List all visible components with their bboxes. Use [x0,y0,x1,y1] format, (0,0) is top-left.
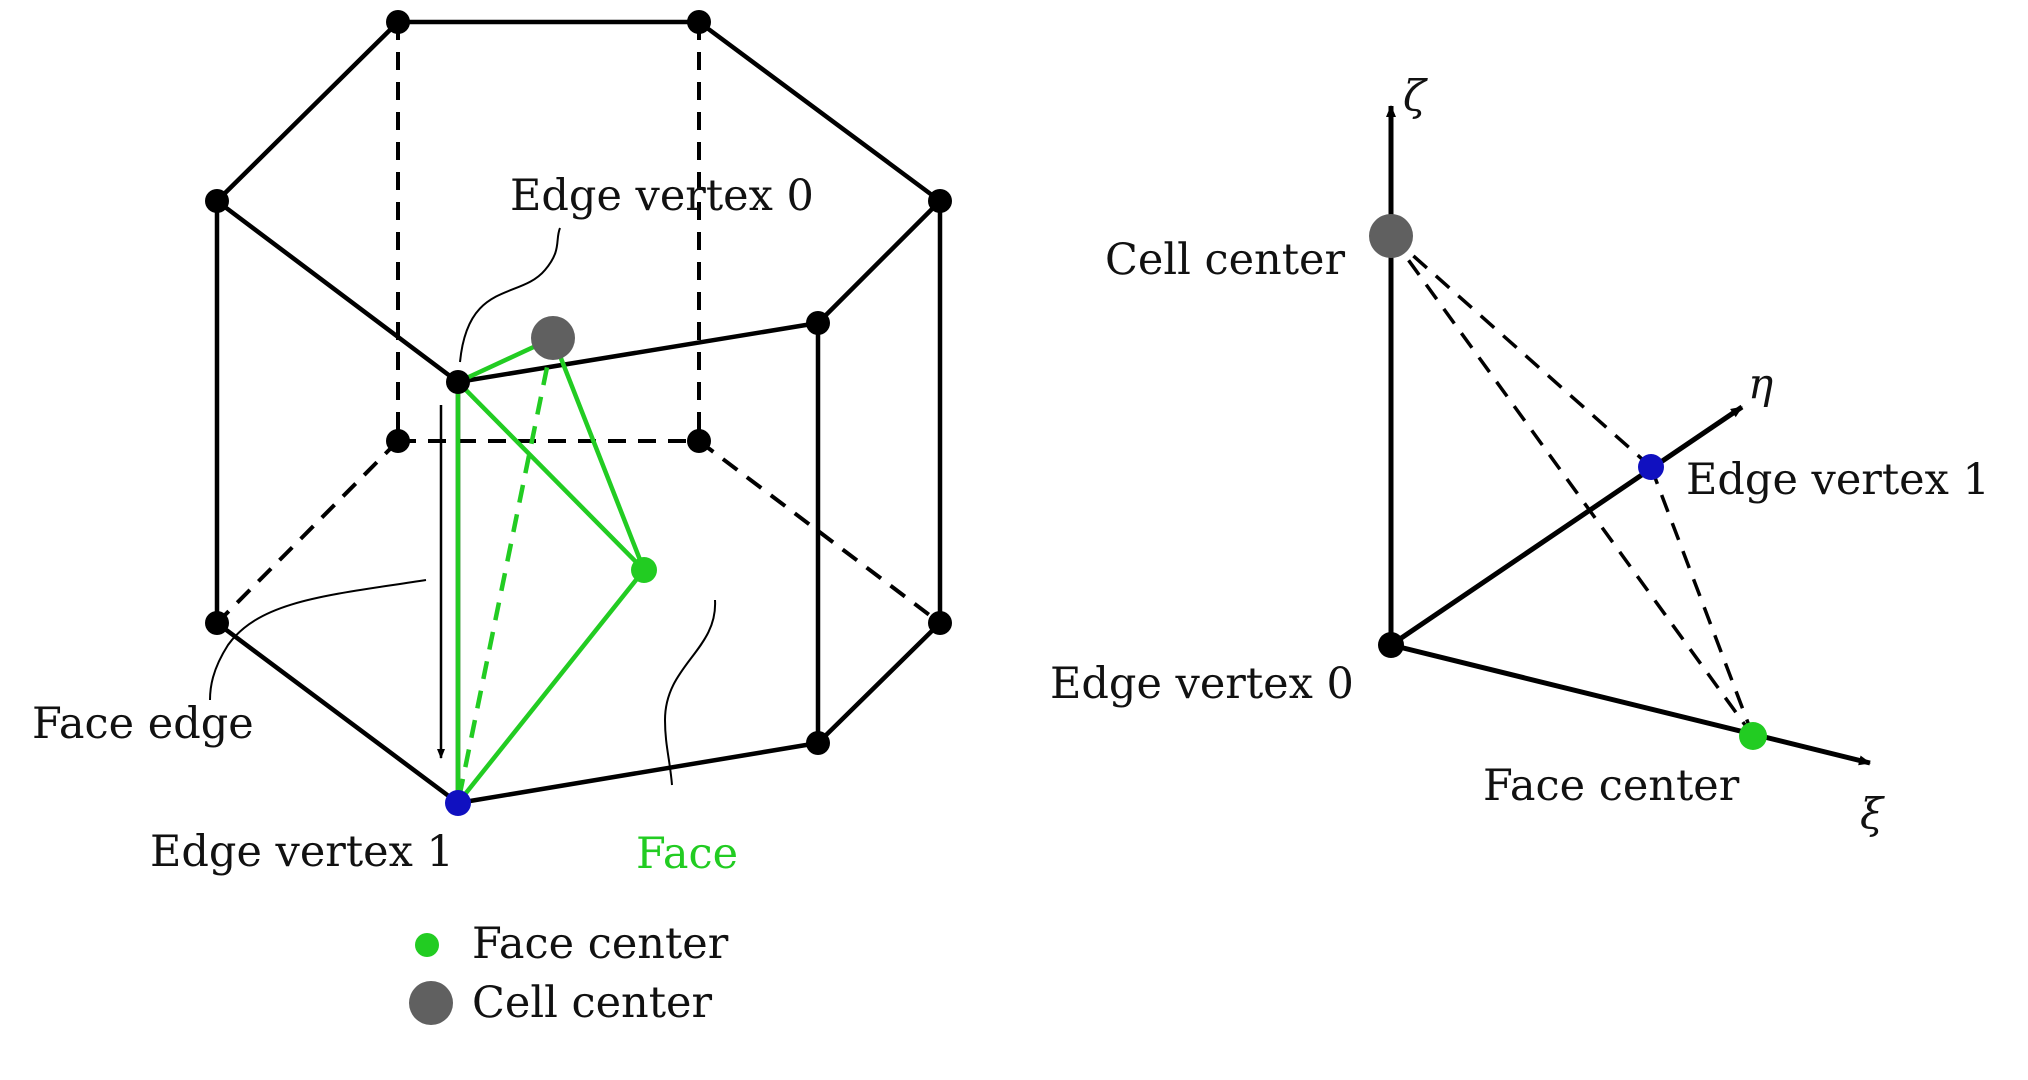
bottom-hexagon-visible [215,621,942,806]
vertex-dot [205,189,229,213]
eta-axis [1389,404,1744,648]
axes [1386,105,1871,766]
hidden-edges [215,22,942,625]
dashed-edge [1389,234,1755,738]
face-tetrahedron [455,335,647,805]
vertex-dot [806,731,830,755]
vertex-dot [687,429,711,453]
label-face: Face [636,829,738,879]
label-edge-vertex-0: Edge vertex 0 [510,171,814,221]
hidden-bottom-edge [215,439,400,625]
eta-axis-label: η [1748,359,1773,408]
leader-face [663,599,717,786]
vertex-dot [687,10,711,34]
ref-edge-vertex-0-dot [1378,632,1404,658]
vertex-dot [928,189,952,213]
cell-center-dot [531,316,575,360]
vertex-dot [446,370,470,394]
face-center-dot [631,557,657,583]
leader-lines [209,227,717,786]
tet-edge-hidden [455,337,556,804]
leader-face-edge [209,579,427,701]
tet-edge [456,568,646,805]
visible-edges [214,19,943,806]
vertex-dot [386,429,410,453]
vertex-dot [928,611,952,635]
vertex-dot [205,611,229,635]
vertex-dot [806,311,830,335]
prism-vertices [205,10,952,755]
ref-edge-vertex-1-dot [1638,454,1664,480]
ref-cell-center-dot [1369,214,1413,258]
hexagonal-prism: Edge vertex 0 Face edge Edge vertex 1 Fa… [32,10,952,879]
xi-axis-label: ξ [1860,789,1885,838]
tet-edge [550,337,647,571]
dashed-edge [1389,234,1653,469]
edge-vertex-1-dot [445,790,471,816]
legend-face-center-marker [415,933,439,957]
label-face-edge: Face edge [32,699,254,749]
legend-face-center-label: Face center [472,919,729,969]
leader-edge-vertex-0 [459,227,561,363]
ref-label-edge-vertex-0: Edge vertex 0 [1050,659,1354,709]
dashed-edges [1389,234,1755,738]
dashed-edge [1649,466,1755,737]
ref-label-face-center: Face center [1483,761,1740,811]
ref-label-edge-vertex-1: Edge vertex 1 [1686,455,1990,505]
ref-label-cell-center: Cell center [1105,235,1345,285]
xi-axis [1390,642,1871,766]
reference-tetrahedron: Cell center Edge vertex 0 Edge vertex 1 … [1050,71,1990,838]
label-edge-vertex-1: Edge vertex 1 [150,827,454,877]
vertex-dot [386,10,410,34]
zeta-axis-label: ζ [1403,71,1428,120]
legend-cell-center-label: Cell center [472,978,712,1028]
legend-cell-center-marker [409,981,453,1025]
legend: Face center Cell center [409,919,729,1028]
ref-face-center-dot [1739,722,1767,750]
tet-edge [456,380,646,572]
